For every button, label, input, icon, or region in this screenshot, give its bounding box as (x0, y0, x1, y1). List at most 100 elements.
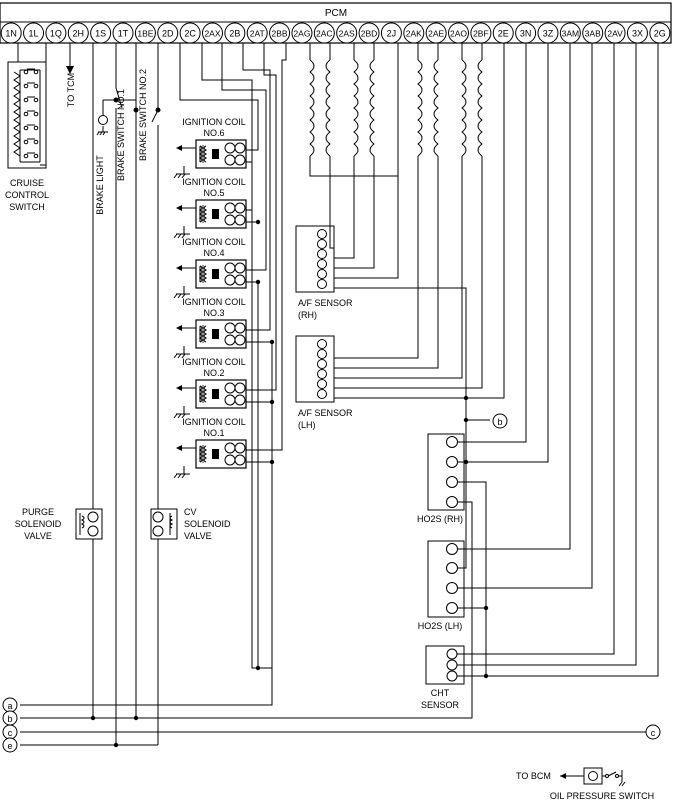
connector-c-left: c (2, 724, 18, 740)
pcm-pin-2at: 2AT (246, 22, 268, 44)
cruise-control-switch: CRUISE CONTROL SWITCH (5, 43, 49, 212)
svg-text:1N: 1N (5, 29, 17, 39)
pcm-pin-3n: 3N (515, 22, 537, 44)
svg-text:2B: 2B (229, 29, 240, 39)
pcm-header: PCM (0, 2, 672, 44)
cruise-label-3: SWITCH (9, 202, 45, 212)
svg-text:2BB: 2BB (272, 29, 288, 39)
oil-pressure-switch: TO BCM OIL PRESSURE SWITCH (516, 767, 654, 801)
pcm-pin-1q: 1Q (45, 22, 67, 44)
cht-label-2: SENSOR (421, 700, 460, 710)
svg-text:2C: 2C (184, 29, 196, 39)
af-sensor-lh: A/F SENSOR (LH) (295, 335, 353, 430)
svg-text:3Z: 3Z (543, 29, 554, 39)
oil-pressure-label: OIL PRESSURE SWITCH (550, 791, 654, 801)
pcm-pin-2ao: 2AO (448, 22, 470, 44)
pcm-pin-2ae: 2AE (425, 22, 447, 44)
pcm-pin-2ag: 2AG (291, 22, 313, 44)
af-rh-label-1: A/F SENSOR (298, 298, 353, 308)
svg-text:2AT: 2AT (250, 29, 265, 39)
af-rh-label-2: (RH) (298, 310, 317, 320)
brake-light-label: BRAKE LIGHT (95, 155, 105, 215)
to-tcm-wire: TO TCM (66, 43, 76, 107)
coil-junctions (255, 219, 275, 671)
pcm-pin-2ak: 2AK (403, 22, 425, 44)
pcm-pin-2j: 2J (380, 22, 402, 44)
svg-text:2G: 2G (654, 29, 666, 39)
brake-switch-1-label: BRAKE SWITCH NO.1 (116, 89, 126, 181)
pcm-pin-2b: 2B (224, 22, 246, 44)
pcm-pin-1n: 1N (0, 22, 22, 44)
coil-title: IGNITION COIL (182, 417, 246, 427)
svg-text:2J: 2J (387, 29, 397, 39)
brake-circuit (92, 43, 161, 745)
svg-text:2AO: 2AO (450, 29, 467, 39)
cht-sensor: CHT SENSOR (421, 645, 465, 710)
to-tcm-label: TO TCM (66, 73, 76, 107)
pcm-pin-2ax: 2AX (201, 22, 223, 44)
svg-text:1BE: 1BE (137, 29, 153, 39)
connector-a: a (2, 697, 18, 713)
ho2s-lh-label: HO2S (LH) (418, 621, 463, 631)
pcm-pin-2ac: 2AC (313, 22, 335, 44)
pcm-pin-1t: 1T (112, 22, 134, 44)
svg-text:2AE: 2AE (428, 29, 444, 39)
pcm-title: PCM (325, 8, 347, 19)
svg-text:2AK: 2AK (406, 29, 422, 39)
ho2s-wiring (20, 43, 659, 733)
pcm-pin-2bf: 2BF (470, 22, 492, 44)
pcm-pin-2g: 2G (649, 22, 671, 44)
connector-e-label: e (7, 741, 12, 751)
svg-text:1L: 1L (29, 29, 39, 39)
coil-title: IGNITION COIL (182, 237, 246, 247)
cv-label-2: SOLENOID (184, 519, 231, 529)
pcm-pin-2h: 2H (67, 22, 89, 44)
svg-text:2E: 2E (498, 29, 509, 39)
coil-title: IGNITION COIL (182, 297, 246, 307)
twisted-pair-shields (309, 43, 505, 421)
ho2s-lh: HO2S (LH) (418, 540, 465, 631)
svg-text:1Q: 1Q (50, 29, 62, 39)
svg-text:2AV: 2AV (607, 29, 623, 39)
purge-label-3: VALVE (24, 531, 52, 541)
coil-title: IGNITION COIL (182, 357, 246, 367)
connector-e: e (2, 737, 18, 753)
pcm-pin-3z: 3Z (537, 22, 559, 44)
cv-label-1: CV (184, 507, 197, 517)
pcm-pin-2as: 2AS (336, 22, 358, 44)
svg-text:2D: 2D (162, 29, 174, 39)
svg-text:3AM: 3AM (562, 29, 579, 39)
pcm-pin-3x: 3X (626, 22, 648, 44)
pcm-pin-2c: 2C (179, 22, 201, 44)
pcm-pin-1l: 1L (23, 22, 45, 44)
connector-c-right-label: c (651, 728, 656, 738)
purge-label-1: PURGE (22, 507, 54, 517)
cv-solenoid-valve: CV SOLENOID VALVE (150, 507, 231, 541)
to-bcm-label: TO BCM (516, 771, 551, 781)
coil-title: IGNITION COIL (182, 177, 246, 187)
ho2s-rh-label: HO2S (RH) (417, 514, 463, 524)
coil-number: NO.4 (203, 248, 224, 258)
connector-a-label: a (7, 701, 12, 711)
purge-label-2: SOLENOID (15, 519, 62, 529)
connector-b-upper-label: b (497, 417, 502, 427)
af-sensor-rh: A/F SENSOR (RH) (295, 225, 353, 320)
pcm-pin-3am: 3AM (559, 22, 581, 44)
pcm-pin-2bb: 2BB (269, 22, 291, 44)
svg-text:1S: 1S (95, 29, 106, 39)
cv-label-3: VALVE (184, 531, 212, 541)
pcm-pin-1s: 1S (90, 22, 112, 44)
svg-text:2BF: 2BF (473, 29, 489, 39)
coil-number: NO.3 (203, 308, 224, 318)
coil-number: NO.1 (203, 428, 224, 438)
cruise-label-1: CRUISE (10, 178, 44, 188)
pcm-pin-1be: 1BE (134, 22, 156, 44)
